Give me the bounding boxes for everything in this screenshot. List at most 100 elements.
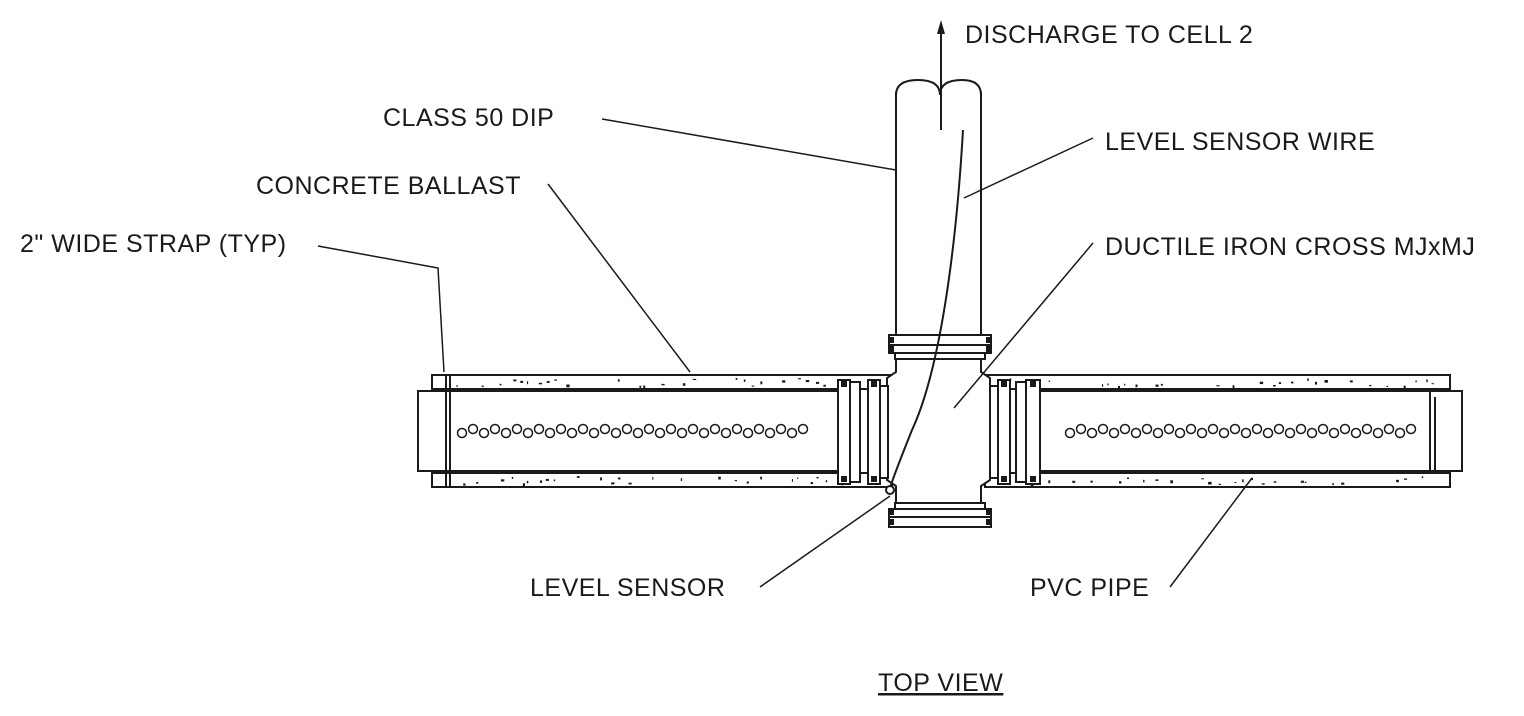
chain-link — [577, 423, 589, 435]
chain-link — [731, 423, 743, 435]
label-level-sensor-wire: LEVEL SENSOR WIRE — [1105, 128, 1375, 156]
chain-link — [1174, 427, 1186, 439]
chain-link — [1229, 423, 1241, 435]
chain-link — [533, 423, 545, 435]
leader-lines — [317, 118, 1253, 588]
chain-link — [500, 427, 512, 439]
chain-link — [1361, 423, 1373, 435]
aggregate-speck — [566, 384, 570, 388]
chain-link — [1328, 427, 1340, 439]
chain-link — [1350, 427, 1362, 439]
label-discharge: DISCHARGE TO CELL 2 — [965, 21, 1253, 49]
aggregate-speck — [1324, 380, 1328, 383]
aggregate-speck — [1218, 483, 1221, 485]
chain-link — [566, 427, 578, 439]
aggregate-speck — [680, 478, 683, 481]
left-mj-flange — [837, 379, 889, 485]
flange-bolt — [1001, 476, 1007, 482]
chain-link — [643, 423, 655, 435]
aggregate-speck — [816, 476, 819, 479]
flange-bolt — [888, 346, 894, 352]
chain-link — [588, 427, 600, 439]
flange-bolt — [986, 337, 992, 343]
aggregate-speck — [1307, 378, 1309, 381]
aggregate-speck — [643, 385, 646, 389]
left-concrete-ballast-top — [431, 374, 893, 390]
aggregate-speck — [1124, 383, 1126, 386]
aggregate-speck — [628, 482, 632, 485]
chain-link — [1119, 423, 1131, 435]
chain-link — [555, 423, 567, 435]
label-concrete-ballast: CONCRETE BALLAST — [256, 172, 521, 200]
aggregate-speck — [1143, 479, 1145, 483]
riser-break-symbol — [895, 78, 982, 96]
aggregate-speck — [692, 378, 697, 380]
flange-bolt — [986, 346, 992, 352]
ductile-iron-cross — [886, 357, 991, 504]
aggregate-speck — [1119, 481, 1122, 484]
right-ballast-assembly — [984, 374, 1463, 488]
left-flange-plate-1 — [837, 379, 851, 485]
chain-link — [1383, 423, 1395, 435]
aggregate-speck — [1048, 380, 1050, 382]
flange-bolt — [871, 476, 877, 482]
aggregate-speck — [1332, 483, 1334, 486]
aggregate-speck — [746, 481, 749, 484]
chain-link — [1152, 427, 1164, 439]
aggregate-speck — [1102, 384, 1104, 387]
chain-link — [610, 427, 622, 439]
aggregate-speck — [1349, 380, 1353, 383]
right-flange-plate-2 — [1015, 381, 1027, 483]
aggregate-speck — [805, 380, 810, 383]
aggregate-speck — [782, 380, 786, 383]
aggregate-speck — [1201, 478, 1204, 480]
aggregate-speck — [476, 481, 479, 484]
aggregate-speck — [1090, 480, 1093, 483]
aggregate-speck — [522, 483, 525, 487]
aggregate-speck — [760, 476, 762, 480]
chain-link — [1086, 427, 1098, 439]
right-concrete-ballast-top — [984, 374, 1451, 390]
leader-class50 — [601, 118, 897, 171]
chain-link — [1372, 427, 1384, 439]
chain-link — [687, 423, 699, 435]
flange-bolt — [841, 476, 847, 482]
chain-link — [522, 427, 534, 439]
aggregate-speck — [652, 477, 654, 480]
aggregate-speck — [816, 381, 820, 384]
aggregate-speck — [734, 480, 737, 482]
chain-link — [621, 423, 633, 435]
aggregate-speck — [1048, 480, 1051, 484]
chain-link — [1064, 427, 1076, 439]
aggregate-speck — [617, 379, 620, 382]
aggregate-speck — [1291, 381, 1294, 384]
chain-link — [1240, 427, 1252, 439]
chain-link — [797, 423, 809, 435]
aggregate-speck — [639, 385, 642, 388]
right-flange-gland — [989, 385, 999, 479]
aggregate-speck — [1415, 380, 1417, 383]
chain-link — [1097, 423, 1109, 435]
bottom-flange-plate-2 — [888, 516, 992, 528]
aggregate-speck — [1234, 482, 1237, 484]
chain-link — [599, 423, 611, 435]
aggregate-speck — [1170, 480, 1173, 484]
aggregate-speck — [520, 380, 524, 383]
leader-concrete-ballast — [547, 183, 691, 373]
flange-bolt — [1030, 381, 1036, 387]
flange-bolt — [986, 509, 992, 515]
aggregate-speck — [1403, 385, 1406, 389]
left-ballast-chain — [456, 423, 809, 439]
aggregate-speck — [1273, 481, 1277, 483]
chain-link — [632, 427, 644, 439]
aggregate-speck — [513, 379, 517, 382]
aggregate-speck — [1369, 384, 1372, 387]
chain-link — [786, 427, 798, 439]
aggregate-speck — [538, 382, 543, 385]
aggregate-speck — [1421, 476, 1424, 479]
chain-link — [478, 427, 490, 439]
aggregate-speck — [1127, 477, 1129, 479]
aggregate-speck — [1155, 479, 1159, 481]
aggregate-speck — [735, 378, 738, 380]
